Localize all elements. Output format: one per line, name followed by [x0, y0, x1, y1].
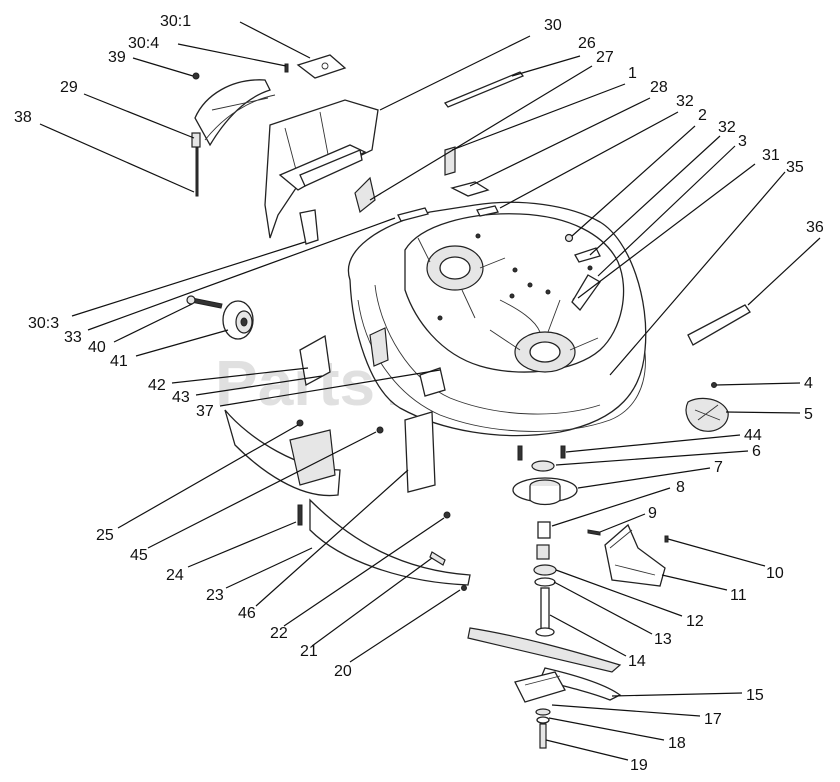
callout-18: 18 [668, 735, 686, 752]
spindle-assembly [467, 382, 729, 749]
deck-baffle [224, 409, 471, 586]
bracket-42 [299, 334, 331, 387]
callout-36: 36 [806, 219, 824, 236]
callout-32-a: 32 [676, 93, 694, 110]
callout-22: 22 [270, 625, 288, 642]
callout-19: 19 [630, 757, 648, 774]
rod-36 [687, 304, 751, 346]
mower-deck-housing [347, 201, 647, 437]
callout-30: 30 [544, 17, 562, 34]
plate-27 [397, 207, 429, 222]
callout-1: 1 [628, 65, 637, 82]
bracket-33 [369, 327, 389, 367]
nut-22 [443, 511, 451, 519]
callout-15: 15 [746, 687, 764, 704]
callout-30-1: 30:1 [160, 13, 191, 30]
callout-25: 25 [96, 527, 114, 544]
callout-43: 43 [172, 389, 190, 406]
callout-35: 35 [786, 159, 804, 176]
callout-41: 41 [110, 353, 128, 370]
callout-27: 27 [596, 49, 614, 66]
callout-30-4: 30:4 [128, 35, 159, 52]
callout-4: 4 [804, 375, 813, 392]
callout-29: 29 [60, 79, 78, 96]
callout-14: 14 [628, 653, 646, 670]
callout-33: 33 [64, 329, 82, 346]
callout-10: 10 [766, 565, 784, 582]
callout-26: 26 [578, 35, 596, 52]
nut-25 [296, 419, 304, 427]
leader-lines [39, 21, 821, 761]
pin-30-4 [284, 63, 289, 73]
discharge-chute [264, 99, 379, 245]
callout-46: 46 [238, 605, 256, 622]
gauge-wheel [222, 300, 254, 340]
callout-3: 3 [738, 133, 747, 150]
callout-44: 44 [744, 427, 762, 444]
callout-39: 39 [108, 49, 126, 66]
callout-11: 11 [730, 587, 747, 604]
callout-6: 6 [752, 443, 761, 460]
callout-37: 37 [196, 403, 214, 420]
callout-21: 21 [300, 643, 318, 660]
plate-32a [476, 205, 499, 217]
callout-9: 9 [648, 505, 657, 522]
nut-39 [192, 72, 200, 80]
bracket-37 [419, 367, 446, 397]
callout-24: 24 [166, 567, 184, 584]
callout-31: 31 [762, 147, 780, 164]
callout-7: 7 [714, 459, 723, 476]
bolt-21 [429, 551, 446, 566]
callout-12: 12 [686, 613, 704, 630]
nut-20 [461, 585, 467, 591]
plate-46 [404, 411, 436, 493]
callout-8: 8 [676, 479, 685, 496]
chute-deflector [191, 79, 276, 148]
callout-45: 45 [130, 547, 148, 564]
plate-28 [450, 181, 490, 197]
rod-26 [443, 71, 525, 108]
bolt-40 [190, 297, 223, 309]
callout-40: 40 [88, 339, 106, 356]
callout-13: 13 [654, 631, 672, 648]
callout-23: 23 [206, 587, 224, 604]
callout-2: 2 [698, 107, 707, 124]
bracket-1 [444, 146, 456, 176]
callout-38: 38 [14, 109, 32, 126]
bolt-2 [564, 233, 574, 243]
chute-flap-plate [296, 54, 347, 79]
callout-42: 42 [148, 377, 166, 394]
callout-17: 17 [704, 711, 722, 728]
callout-28: 28 [650, 79, 668, 96]
nut-45 [376, 426, 384, 434]
bolt-24 [297, 504, 303, 526]
callout-20: 20 [334, 663, 352, 680]
bolt-38 [195, 147, 199, 197]
callout-32-b: 32 [718, 119, 736, 136]
callout-5: 5 [804, 406, 813, 423]
callout-30-3: 30:3 [28, 315, 59, 332]
callout-labels: 30:1 30:4 39 29 38 30 26 27 1 28 32 2 32… [14, 13, 824, 774]
